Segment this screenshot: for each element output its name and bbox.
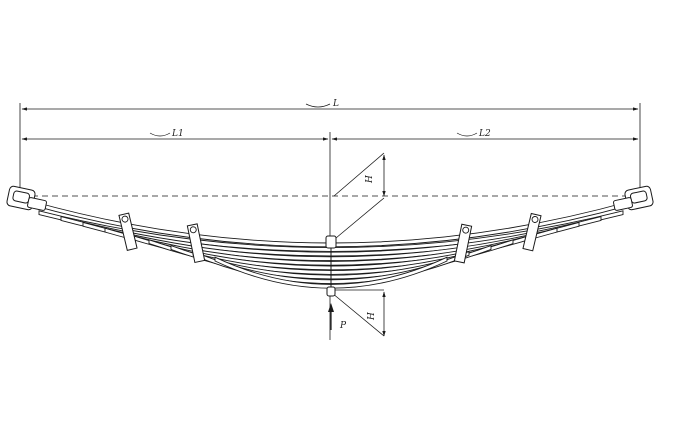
rebound-clip-3	[453, 223, 473, 264]
right-eye	[613, 185, 654, 211]
dimension-height-bottom	[331, 289, 386, 337]
dimension-right-length: L2	[331, 129, 639, 141]
rebound-clip-4	[522, 212, 542, 252]
rebound-clip-1	[118, 212, 138, 251]
dimension-total-length: L	[21, 99, 639, 111]
center-bolt	[325, 235, 337, 297]
dimension-height-top	[329, 152, 386, 244]
load-arrow	[328, 303, 334, 330]
load-label: P	[339, 321, 347, 331]
dimension-right-length-label: L2	[478, 129, 491, 139]
leaf-10	[214, 256, 448, 289]
extension-lines	[19, 103, 641, 340]
rebound-clip-2	[186, 223, 206, 264]
dimension-total-length-label: L	[332, 99, 339, 109]
dimension-left-length: L1	[21, 129, 329, 141]
dimension-left-length-label: L1	[171, 129, 184, 139]
left-eye	[6, 185, 47, 211]
dimension-height-bottom-label: H	[367, 312, 377, 321]
rebound-clips	[118, 212, 542, 264]
dimension-height-top-label: H	[365, 175, 375, 184]
